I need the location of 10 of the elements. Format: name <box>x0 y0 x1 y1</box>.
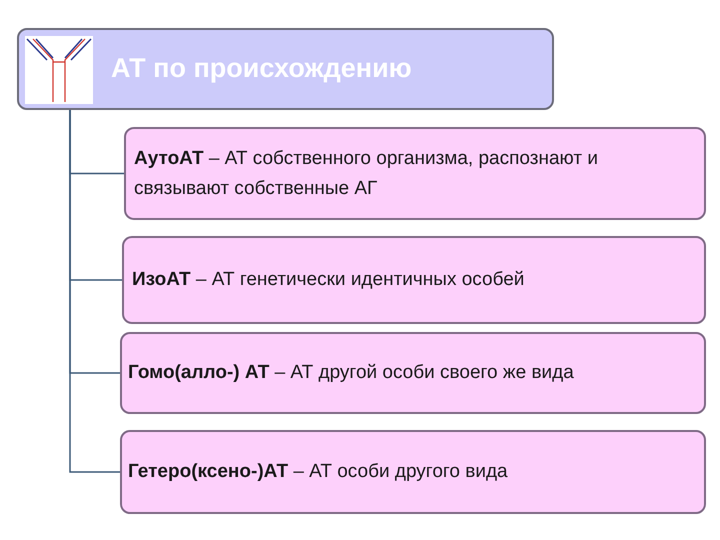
category-text: Гомо(алло-) АТ – АТ другой особи своего же вида <box>128 361 574 386</box>
category-text: ИзоАТ – АТ генетически идентичных особей <box>132 268 524 292</box>
category-text: Гетеро(ксено-)АТ – АТ особи другого вида <box>128 460 508 484</box>
category-text: АутоАТ – АТ собственного организма, распознают и связывают собственные АГ <box>134 147 599 200</box>
category-box <box>120 430 706 514</box>
connector-line <box>69 110 120 473</box>
category-box <box>120 332 706 414</box>
category-box <box>122 236 706 324</box>
header-box <box>17 28 554 110</box>
category-box <box>124 127 706 220</box>
